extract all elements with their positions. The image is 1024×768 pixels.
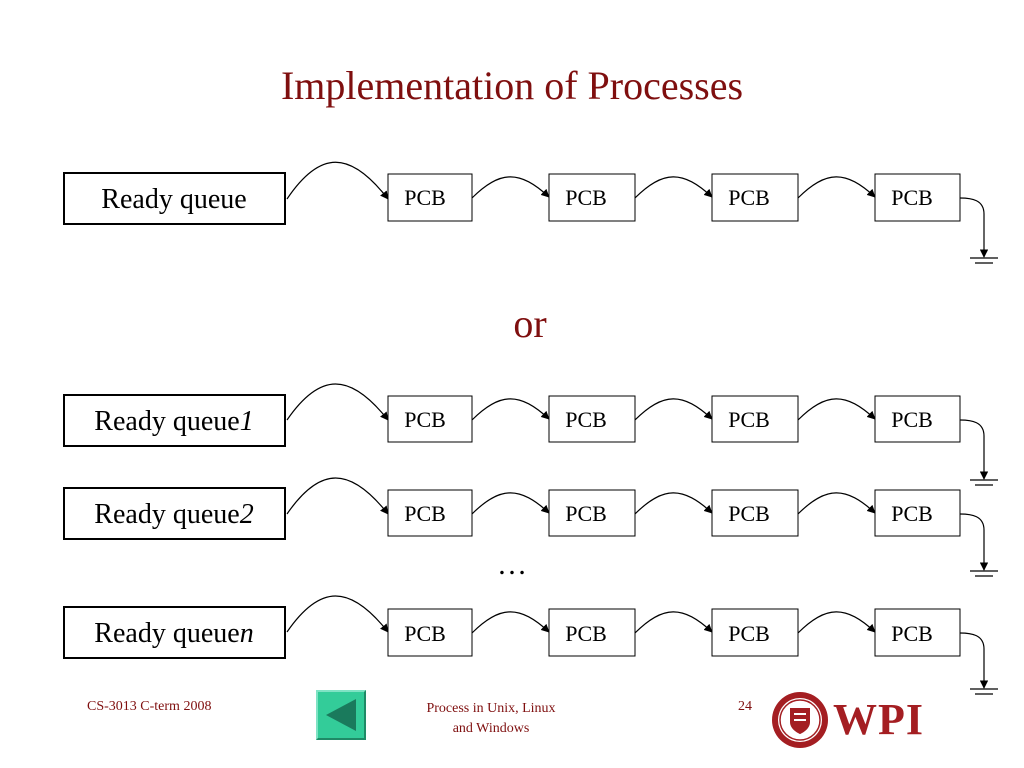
next-pointer-arrow bbox=[471, 492, 550, 515]
pcb-node bbox=[711, 173, 799, 222]
pcb-label: PCB bbox=[891, 501, 933, 526]
pcb-label: PCB bbox=[891, 407, 933, 432]
ready-queue-box bbox=[63, 172, 286, 225]
pcb-label: PCB bbox=[565, 185, 607, 210]
footer-topic-line2: and Windows bbox=[452, 721, 530, 736]
pcb-node bbox=[874, 173, 961, 222]
next-pointer-arrow bbox=[797, 398, 876, 421]
pcb-node bbox=[548, 173, 636, 222]
ready-queue-box bbox=[63, 394, 286, 447]
pcb-node bbox=[711, 489, 799, 537]
ground-icon bbox=[959, 513, 998, 577]
next-pointer-arrow bbox=[634, 176, 713, 199]
ready-queue-label: Ready queue1 bbox=[94, 406, 253, 437]
back-nav-button[interactable] bbox=[316, 690, 366, 740]
footer-course: CS-3013 C-term 2008 bbox=[87, 699, 212, 714]
next-pointer-arrow bbox=[471, 611, 550, 634]
next-pointer-arrow bbox=[634, 398, 713, 421]
next-pointer-arrow bbox=[634, 492, 713, 515]
ready-queue-box bbox=[63, 487, 286, 540]
pcb-label: PCB bbox=[728, 501, 770, 526]
ground-icon bbox=[959, 419, 998, 486]
wpi-seal-icon bbox=[772, 692, 828, 748]
ready-queue-label: Ready queuen bbox=[94, 618, 253, 649]
next-pointer-arrow bbox=[471, 398, 550, 421]
ellipsis: … bbox=[497, 548, 527, 581]
pcb-label: PCB bbox=[404, 501, 446, 526]
pcb-label: PCB bbox=[404, 621, 446, 646]
next-pointer-arrow bbox=[634, 611, 713, 634]
pcb-node bbox=[387, 489, 473, 537]
or-separator: or bbox=[513, 301, 547, 346]
wpi-logo-text: WPI bbox=[833, 695, 924, 744]
ground-icon bbox=[959, 197, 998, 264]
slide-title: Implementation of Processes bbox=[280, 63, 744, 108]
queue-row-n: Ready queuen PCB PCB PCB PCB bbox=[63, 595, 998, 695]
pcb-label: PCB bbox=[891, 621, 933, 646]
head-pointer-arrow bbox=[286, 595, 389, 633]
pcb-node bbox=[548, 395, 636, 443]
pcb-node bbox=[387, 395, 473, 443]
pcb-node bbox=[387, 173, 473, 222]
pcb-label: PCB bbox=[565, 407, 607, 432]
pcb-label: PCB bbox=[728, 407, 770, 432]
footer-topic-line1: Process in Unix, Linux bbox=[426, 701, 556, 716]
ready-queue-label: Ready queue2 bbox=[94, 499, 253, 530]
pcb-label: PCB bbox=[891, 185, 933, 210]
next-pointer-arrow bbox=[797, 492, 876, 515]
pcb-node bbox=[387, 608, 473, 657]
queue-row-1: Ready queue1 PCB PCB PCB PCB bbox=[63, 383, 998, 486]
head-pointer-arrow bbox=[286, 477, 389, 515]
pcb-label: PCB bbox=[565, 621, 607, 646]
pcb-node bbox=[548, 489, 636, 537]
footer-topic: Process in Unix, Linux and Windows bbox=[400, 699, 582, 739]
ground-icon bbox=[959, 632, 998, 695]
pcb-node bbox=[874, 489, 961, 537]
next-pointer-arrow bbox=[797, 611, 876, 634]
page-number: 24 bbox=[738, 699, 752, 714]
pcb-node bbox=[711, 395, 799, 443]
pcb-label: PCB bbox=[565, 501, 607, 526]
ready-queue-label: Ready queue bbox=[101, 184, 246, 215]
pcb-node bbox=[874, 395, 961, 443]
next-pointer-arrow bbox=[797, 176, 876, 199]
head-pointer-arrow bbox=[286, 383, 389, 421]
pcb-label: PCB bbox=[728, 185, 770, 210]
pcb-node bbox=[548, 608, 636, 657]
pcb-label: PCB bbox=[404, 185, 446, 210]
pcb-label: PCB bbox=[404, 407, 446, 432]
pcb-label: PCB bbox=[728, 621, 770, 646]
queue-row-2: Ready queue2 PCB PCB PCB PCB bbox=[63, 477, 998, 577]
single-queue-row: Ready queue PCB PCB PCB PCB bbox=[63, 161, 998, 264]
pcb-node bbox=[711, 608, 799, 657]
head-pointer-arrow bbox=[286, 161, 389, 200]
next-pointer-arrow bbox=[471, 176, 550, 199]
ready-queue-box bbox=[63, 606, 286, 659]
back-triangle-icon bbox=[326, 699, 356, 731]
